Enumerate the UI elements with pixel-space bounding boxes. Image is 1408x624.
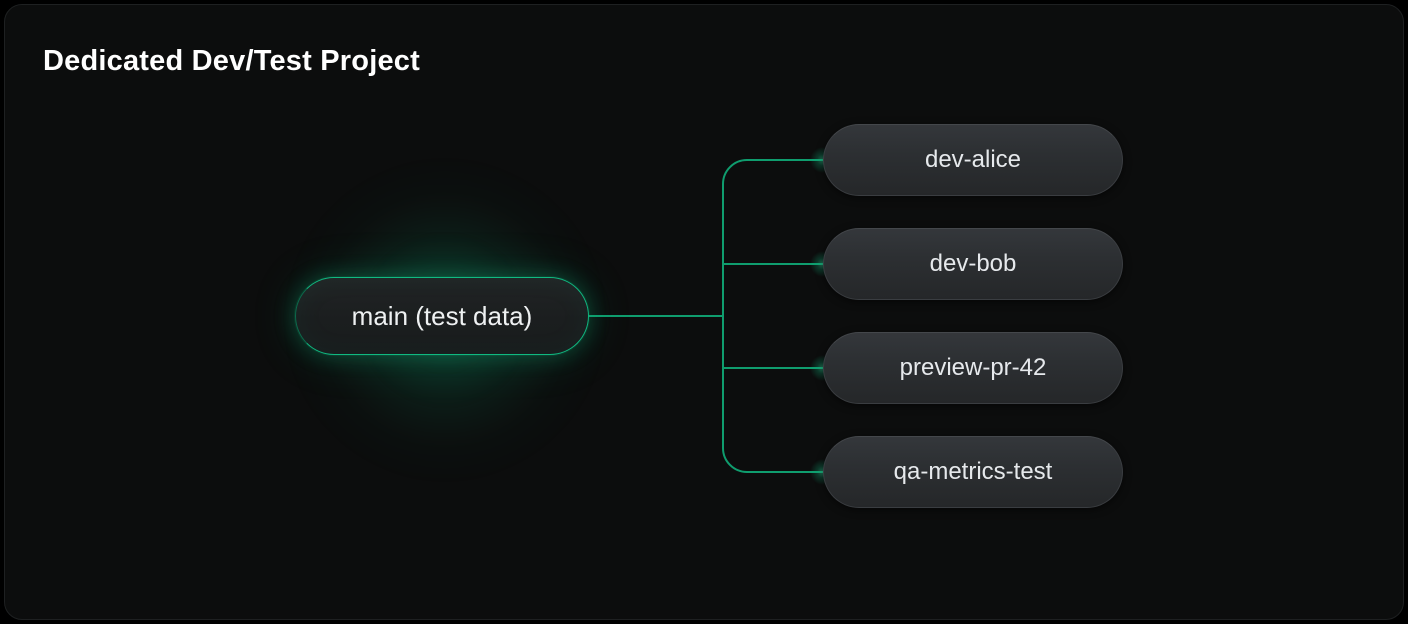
node-dev-bob-label: dev-bob	[929, 250, 1017, 277]
connector-lines	[589, 148, 826, 484]
node-preview-pr-42-label: preview-pr-42	[899, 354, 1047, 381]
node-main-branch-label: main (test data)	[351, 301, 533, 331]
node-qa-metrics-test[interactable]: qa-metrics-test	[823, 436, 1123, 508]
node-preview-pr-42[interactable]: preview-pr-42	[823, 332, 1123, 404]
diagram-card: Dedicated Dev/Test Project	[4, 4, 1404, 620]
node-dev-bob[interactable]: dev-bob	[823, 228, 1123, 300]
node-dev-alice[interactable]: dev-alice	[823, 124, 1123, 196]
page-title: Dedicated Dev/Test Project	[43, 45, 420, 77]
node-dev-alice-label: dev-alice	[924, 146, 1022, 173]
node-qa-metrics-test-label: qa-metrics-test	[893, 458, 1053, 485]
node-main-branch[interactable]: main (test data)	[295, 277, 589, 355]
